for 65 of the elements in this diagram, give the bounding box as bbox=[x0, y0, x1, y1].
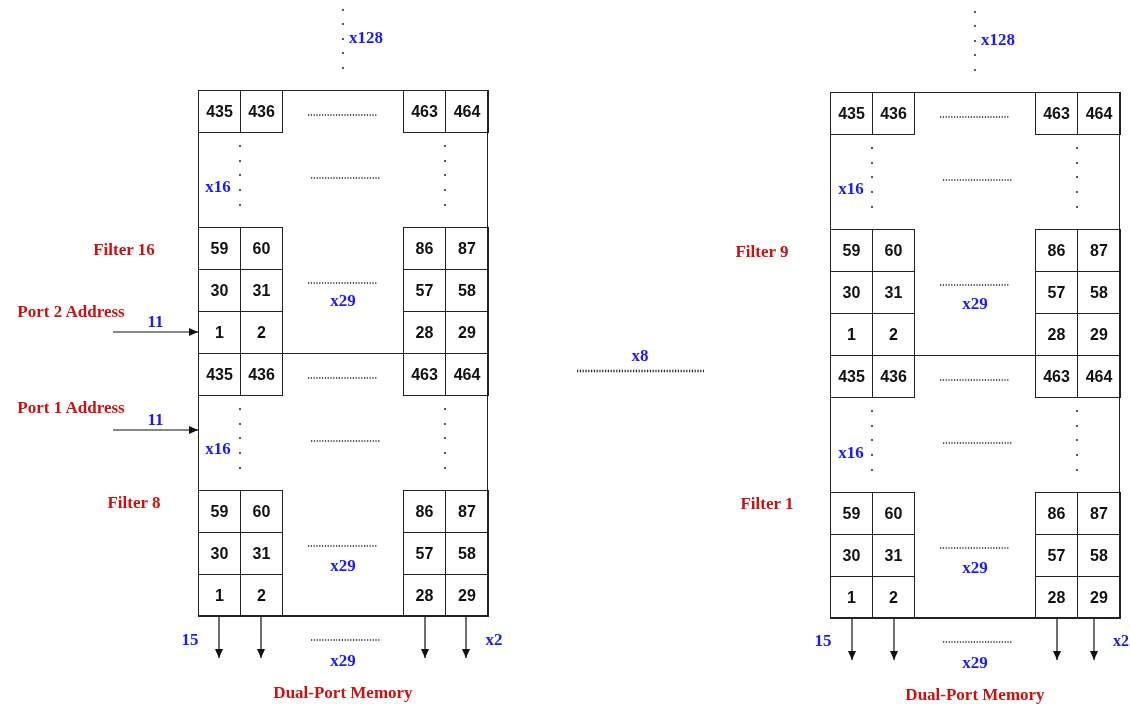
memory-caption: Dual-Port Memory bbox=[273, 683, 413, 701]
memory-cell: 464 bbox=[1077, 92, 1121, 135]
multiplier-label: x16 bbox=[838, 179, 864, 197]
bit-width-label: 15 bbox=[181, 630, 199, 648]
memory-block bbox=[830, 92, 1120, 618]
memory-cell: 60 bbox=[240, 227, 283, 270]
multiplier-label: x16 bbox=[205, 439, 231, 457]
multiplier-label: x29 bbox=[962, 558, 988, 576]
memory-cell: 86 bbox=[403, 227, 446, 270]
multiplier-label: x29 bbox=[330, 291, 356, 309]
memory-cell: 87 bbox=[1077, 492, 1121, 535]
arrow bbox=[112, 328, 199, 336]
arrow bbox=[112, 426, 199, 434]
memory-bank bbox=[198, 90, 488, 354]
memory-cell: 87 bbox=[445, 227, 489, 270]
multiplier-label: x16 bbox=[205, 177, 231, 195]
memory-cell: 86 bbox=[403, 490, 446, 533]
memory-cell: 463 bbox=[1035, 355, 1078, 398]
memory-cell: 87 bbox=[445, 490, 489, 533]
memory-cell: 463 bbox=[403, 353, 446, 396]
arrow bbox=[462, 615, 470, 659]
multiplier-label: x16 bbox=[838, 443, 864, 461]
multiplier-label: x29 bbox=[962, 294, 988, 312]
filter-label: Filter 1 bbox=[740, 494, 794, 512]
multiplier-label: x29 bbox=[962, 653, 988, 671]
arrow bbox=[890, 617, 898, 661]
memory-cell: 463 bbox=[1035, 92, 1078, 135]
arrow bbox=[848, 617, 856, 661]
memory-bank bbox=[830, 92, 1120, 356]
memory-cell: 464 bbox=[445, 353, 489, 396]
filter-label: Filter 16 bbox=[93, 240, 155, 258]
memory-cell: 463 bbox=[403, 90, 446, 133]
multiplier-label: x2 bbox=[485, 630, 503, 648]
multiplier-label: x8 bbox=[631, 346, 649, 364]
memory-cell: 436 bbox=[240, 90, 283, 133]
bit-width-label: 15 bbox=[814, 631, 832, 649]
multiplier-label: x128 bbox=[349, 28, 383, 46]
arrow bbox=[421, 615, 429, 659]
memory-cell: 464 bbox=[445, 90, 489, 133]
memory-cell: 60 bbox=[872, 492, 915, 535]
memory-cell: 436 bbox=[872, 355, 915, 398]
arrow bbox=[1090, 617, 1098, 661]
memory-cell: 436 bbox=[240, 353, 283, 396]
memory-cell: 86 bbox=[1035, 492, 1078, 535]
memory-cell: 87 bbox=[1077, 229, 1121, 272]
arrow bbox=[257, 615, 265, 659]
memory-cell: 60 bbox=[872, 229, 915, 272]
port-label: Port 1 Address bbox=[17, 398, 125, 416]
multiplier-label: x2 bbox=[1113, 633, 1129, 649]
memory-cell: 86 bbox=[1035, 229, 1078, 272]
filter-label: Filter 8 bbox=[107, 493, 161, 511]
memory-cell: 464 bbox=[1077, 355, 1121, 398]
memory-bank bbox=[830, 355, 1120, 619]
arrow bbox=[1053, 617, 1061, 661]
multiplier-label: x29 bbox=[330, 651, 356, 669]
port-label: Port 2 Address bbox=[17, 302, 125, 320]
memory-caption: Dual-Port Memory bbox=[905, 685, 1045, 703]
memory-cell: 436 bbox=[872, 92, 915, 135]
memory-bank bbox=[198, 353, 488, 617]
memory-cell: 60 bbox=[240, 490, 283, 533]
filter-label: Filter 9 bbox=[735, 242, 789, 260]
multiplier-label: x29 bbox=[330, 556, 356, 574]
arrow bbox=[215, 615, 223, 659]
memory-block bbox=[198, 90, 488, 616]
multiplier-label: x128 bbox=[981, 30, 1015, 48]
